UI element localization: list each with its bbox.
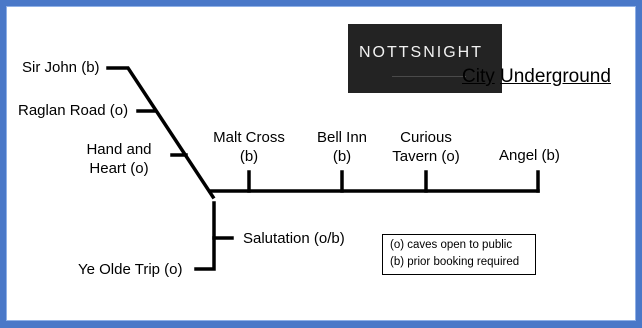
station-raglan-road: Raglan Road (o) xyxy=(18,102,129,119)
legend-prior-booking: (b) prior booking required xyxy=(390,256,520,268)
subtitle-underground: Underground xyxy=(500,66,611,87)
station-bell-inn: Bell Inn (b) xyxy=(305,128,379,166)
station-salutation: Salutation (o/b) xyxy=(243,230,345,247)
station-bell-inn-line2: (b) xyxy=(332,148,352,165)
legend-box: (o) caves open to public (b) prior booki… xyxy=(382,234,536,275)
station-angel: Angel (b) xyxy=(499,147,560,164)
station-ye-olde-trip: Ye Olde Trip (o) xyxy=(78,261,183,278)
logo-rule xyxy=(392,76,466,77)
station-malt-cross: Malt Cross (b) xyxy=(206,128,292,166)
station-bell-inn-line1: Bell Inn xyxy=(316,129,368,146)
legend-open-to-public: (o) caves open to public xyxy=(390,239,513,251)
route-south-branch xyxy=(194,201,216,271)
station-curious-tavern-line2: Tavern (o) xyxy=(392,148,460,165)
station-sir-john: Sir John (b) xyxy=(22,59,100,76)
nottsnight-logo: NOTTSNIGHT xyxy=(348,24,502,93)
station-curious-tavern: Curious Tavern (o) xyxy=(382,128,470,166)
station-hand-and-heart-line2: Heart (o) xyxy=(89,160,149,177)
station-hand-and-heart-line1: Hand and xyxy=(86,141,152,158)
subtitle-city: City xyxy=(462,66,495,87)
station-malt-cross-line1: Malt Cross xyxy=(213,129,285,146)
station-hand-and-heart: Hand and Heart (o) xyxy=(80,140,158,178)
city-underground-title: City Underground xyxy=(462,66,611,88)
station-malt-cross-line2: (b) xyxy=(239,148,259,165)
logo-text: NOTTSNIGHT xyxy=(359,44,483,61)
station-curious-tavern-line1: Curious xyxy=(400,129,452,146)
